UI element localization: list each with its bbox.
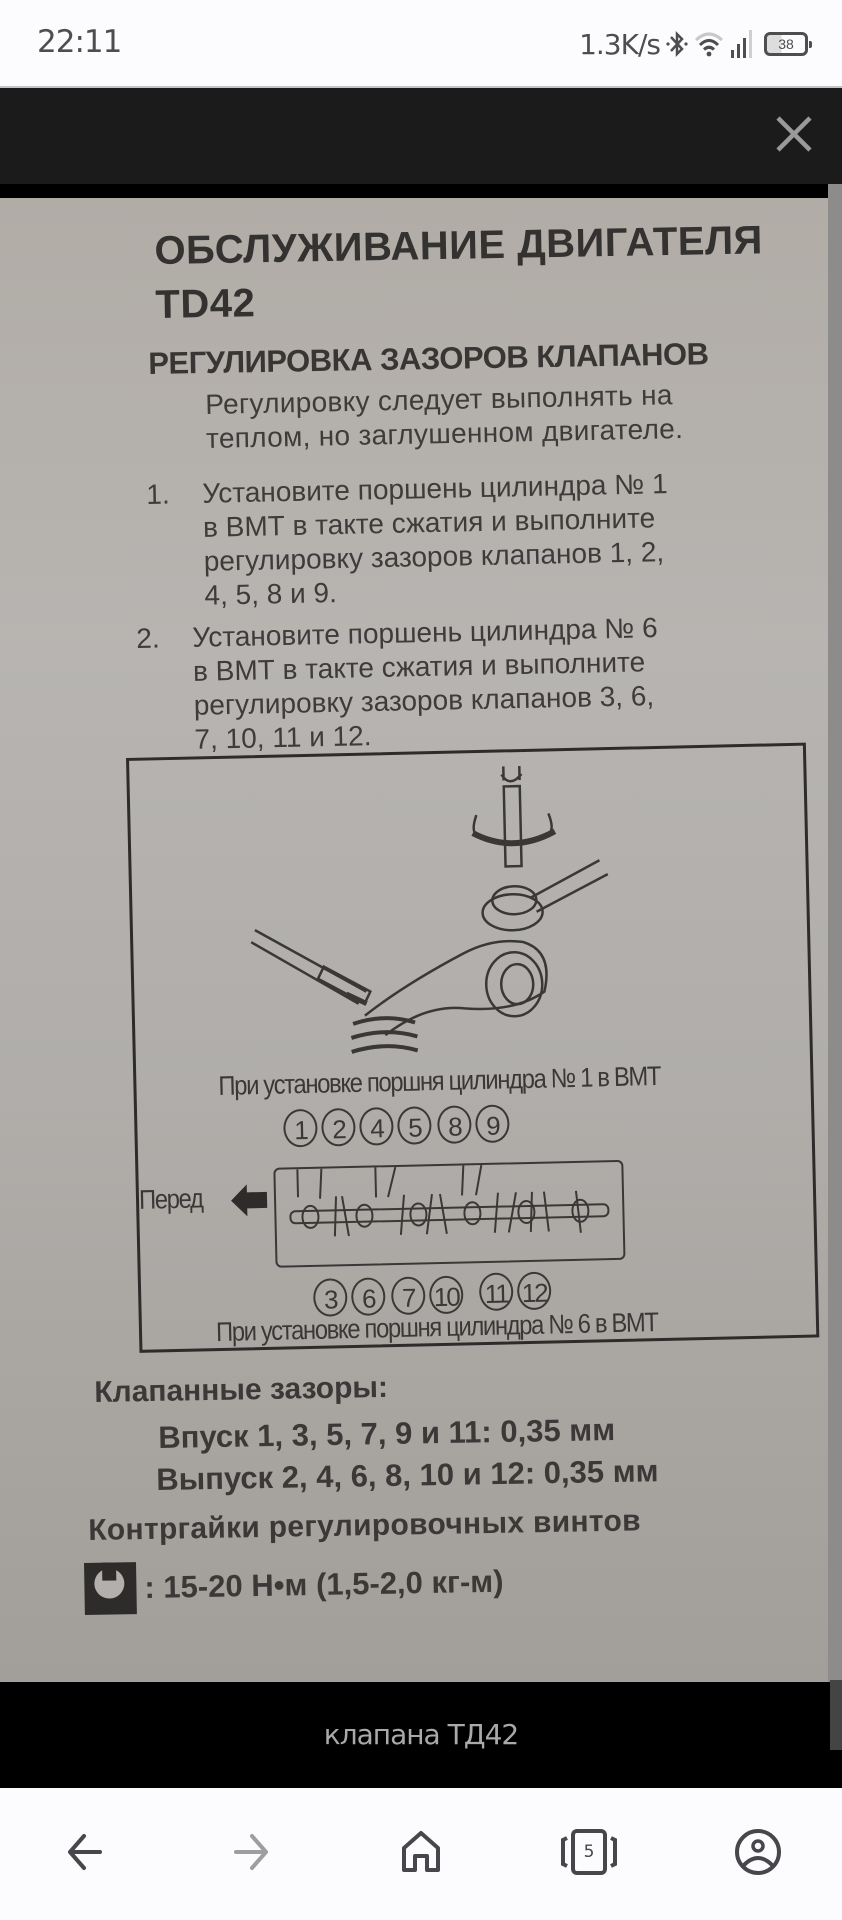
step-number: 1. (146, 478, 171, 510)
exhaust-clearance: Выпуск 2, 4, 6, 8, 10 и 12: 0,35 мм (156, 1453, 659, 1497)
scrollbar[interactable] (828, 184, 842, 1682)
valve-marker: 7 (390, 1276, 426, 1316)
camshaft-diagram (273, 1159, 626, 1268)
title-line-2: TD42 (155, 281, 256, 327)
section-title: РЕГУЛИРОВКА ЗАЗОРОВ КЛАПАНОВ (148, 336, 709, 381)
image-caption: клапана ТД42 (323, 1718, 519, 1751)
valve-marker: 9 (474, 1104, 510, 1144)
profile-button[interactable] (728, 1822, 788, 1882)
front-arrow-icon (231, 1184, 268, 1217)
scrollbar-thumb[interactable] (830, 1680, 842, 1750)
valve-adjustment-figure: При установке поршня цилиндра № 1 в ВМТ … (126, 742, 820, 1353)
figure-caption-cyl1: При установке поршня цилиндра № 1 в ВМТ (218, 1060, 661, 1101)
torque-spec: : 15-20 Н•м (1,5-2,0 кг-м) (84, 1556, 504, 1615)
image-viewer-header (0, 86, 842, 186)
valve-marker: 11 (478, 1272, 514, 1312)
back-button[interactable] (54, 1822, 114, 1882)
valve-marker: 4 (358, 1107, 394, 1146)
manual-page-photo[interactable]: ОБСЛУЖИВАНИЕ ДВИГАТЕЛЯ TD42 РЕГУЛИРОВКА … (0, 198, 828, 1682)
forward-button[interactable] (222, 1822, 282, 1882)
profile-icon (735, 1829, 781, 1875)
tabs-button[interactable]: 5 (559, 1822, 619, 1882)
step-number: 2. (136, 622, 161, 654)
tabs-count: 5 (583, 1842, 595, 1862)
intro-text: Регулировку следует выполнять на теплом,… (205, 378, 683, 456)
locknut-title: Контргайки регулировочных винтов (88, 1504, 642, 1547)
status-bar: 22:11 1.3K/s 38 (0, 0, 842, 86)
network-speed: 1.3K/s (579, 27, 661, 61)
status-indicators: 1.3K/s 38 (579, 24, 812, 64)
close-icon (776, 116, 812, 152)
valve-marker: 3 (312, 1278, 348, 1317)
image-caption-bar: клапана ТД42 (0, 1682, 842, 1788)
front-label-text: Перед (138, 1183, 203, 1215)
battery-level: 38 (778, 36, 794, 52)
valve-marker: 5 (396, 1106, 432, 1145)
valve-marker: 2 (321, 1107, 356, 1147)
forward-arrow-icon (234, 1834, 268, 1870)
viewer-divider (0, 184, 830, 198)
bluetooth-icon (666, 30, 688, 58)
home-icon (402, 1831, 440, 1872)
battery-icon: 38 (764, 32, 812, 56)
rocker-arm-illustration (250, 766, 609, 1054)
valve-marker: 1 (283, 1108, 318, 1148)
intake-clearance: Впуск 1, 3, 5, 7, 9 и 11: 0,35 мм (158, 1412, 616, 1455)
browser-bottom-nav: 5 (0, 1788, 842, 1920)
front-label: Перед (139, 1183, 203, 1215)
valve-marker: 10 (428, 1275, 464, 1315)
torque-value: : 15-20 Н•м (1,5-2,0 кг-м) (144, 1563, 504, 1605)
status-time: 22:11 (37, 24, 122, 60)
document-title: ОБСЛУЖИВАНИЕ ДВИГАТЕЛЯ TD42 (154, 213, 764, 332)
signal-icon (731, 30, 752, 58)
clearances-title: Клапанные зазоры: (94, 1370, 389, 1409)
back-arrow-icon (68, 1834, 102, 1870)
close-button[interactable] (770, 110, 818, 158)
title-line-1: ОБСЛУЖИВАНИЕ ДВИГАТЕЛЯ (154, 218, 764, 273)
wifi-icon (694, 32, 724, 57)
tabs-icon (561, 1829, 617, 1875)
valve-marker: 8 (436, 1105, 472, 1145)
valve-marker: 6 (350, 1277, 386, 1317)
valve-marker: 12 (516, 1271, 552, 1311)
torque-wrench-icon (84, 1562, 137, 1615)
figure-caption-cyl6: При установке поршня цилиндра № 6 в ВМТ (215, 1307, 658, 1348)
home-button[interactable] (391, 1822, 451, 1882)
